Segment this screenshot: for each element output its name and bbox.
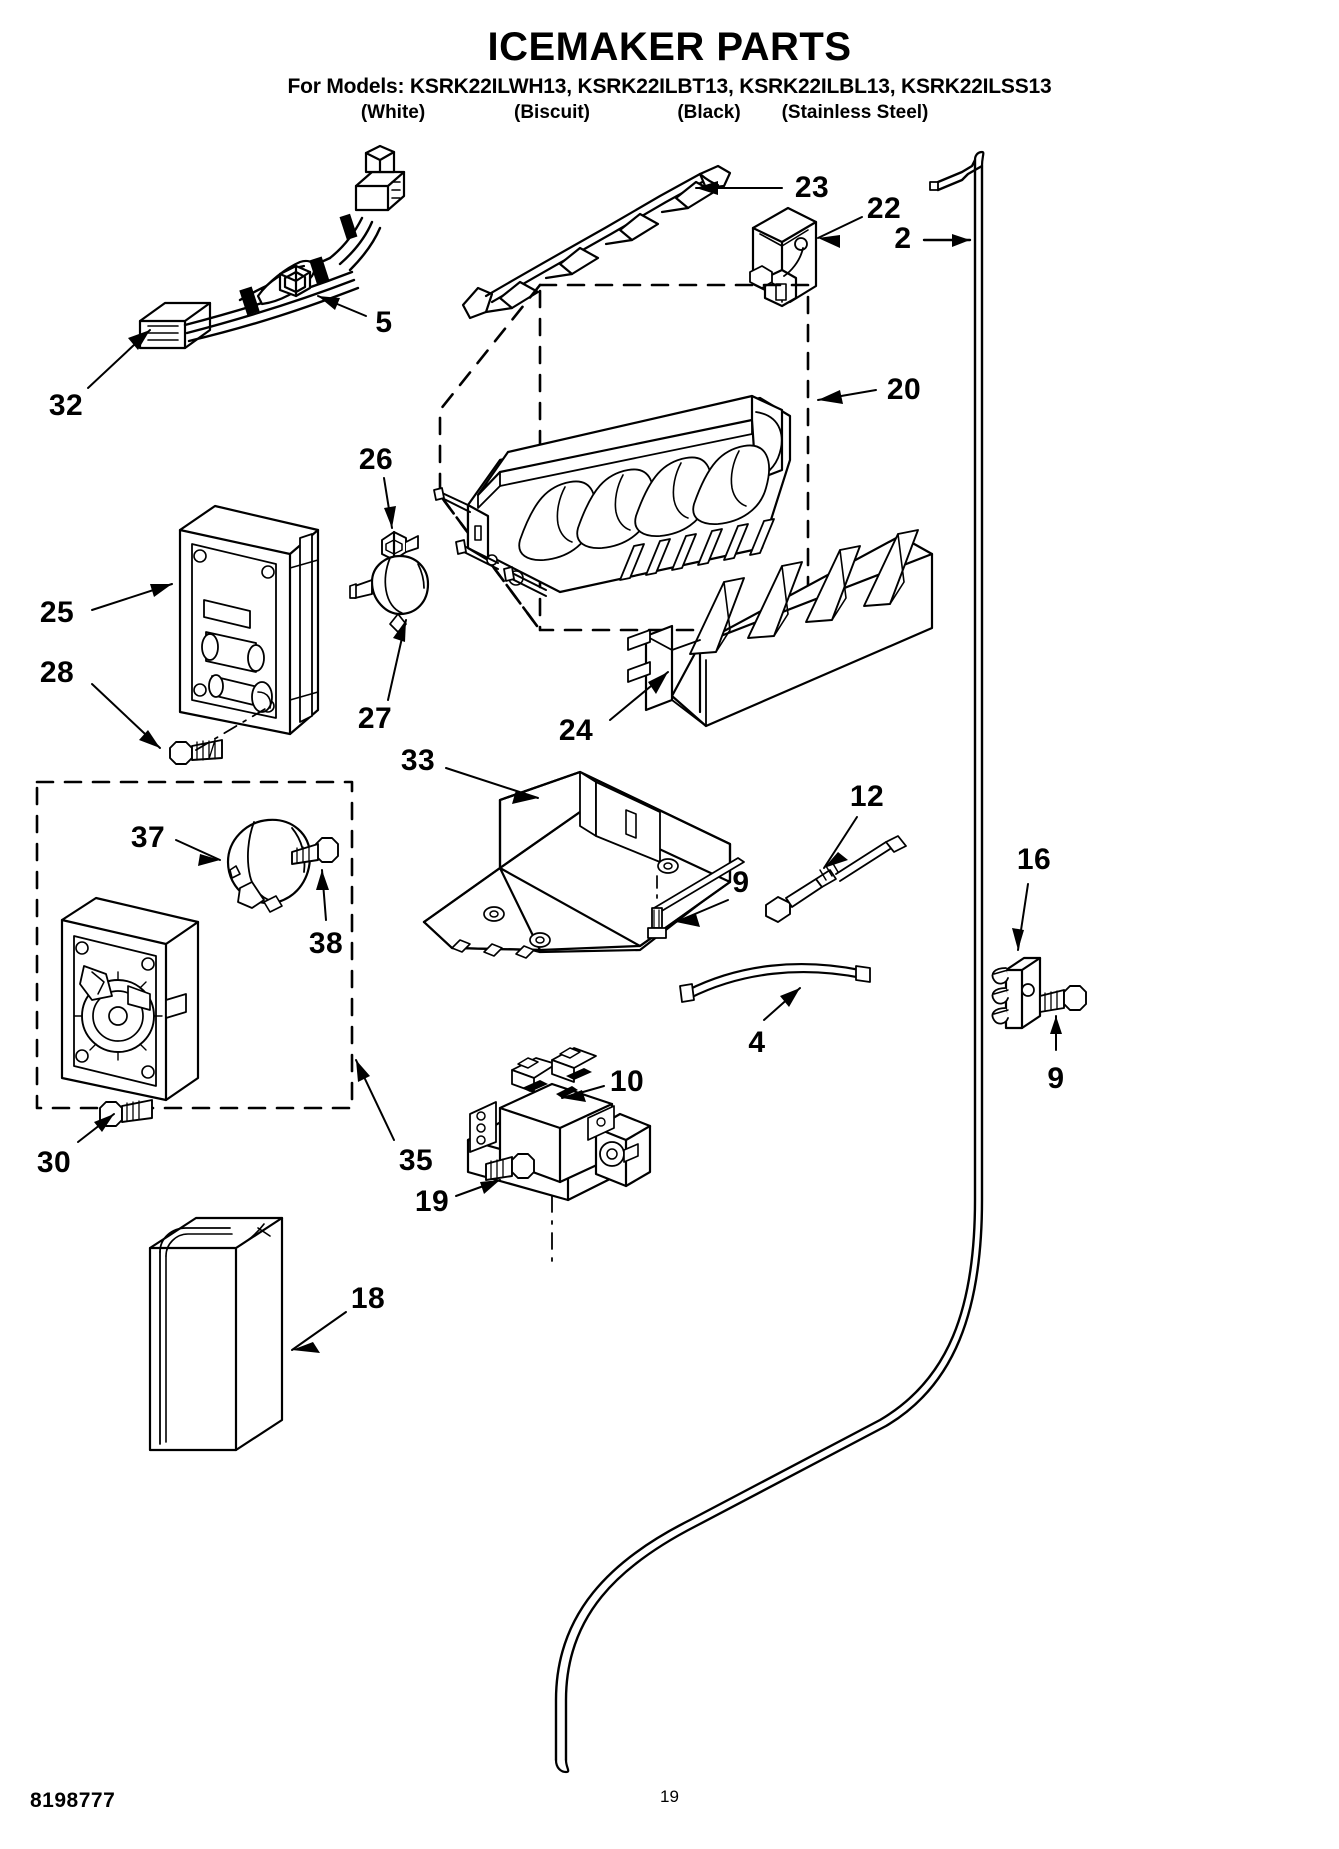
part-16-wire-bracket (991, 883, 1042, 1030)
callout-37: 37 (130, 821, 166, 854)
part-5-wire-clip (278, 264, 367, 317)
part-27-motor-cap (349, 554, 430, 701)
model-color-row: (White) (Biscuit) (Black) (Stainless Ste… (0, 102, 1339, 126)
part-24-ice-stripper (609, 529, 934, 728)
part-26-shaft-clip (381, 477, 419, 562)
callout-9-center: 9 (732, 866, 750, 899)
callout-25: 25 (39, 596, 75, 629)
callout-4: 4 (748, 1026, 766, 1059)
part-18-ice-container (148, 1216, 347, 1452)
callout-32: 32 (48, 389, 84, 422)
part-12-fill-tube-nipple (765, 816, 907, 923)
callout-12: 12 (849, 780, 885, 813)
part-2-water-fill-tube (554, 150, 985, 1774)
callout-10: 10 (609, 1065, 645, 1098)
part-38-motor-screw (291, 837, 339, 921)
part-32-wiring-harness (87, 144, 406, 389)
callout-27: 27 (357, 702, 393, 735)
page-number: 19 (660, 1787, 679, 1806)
page-header: ICEMAKER PARTS For Models: KSRK22ILWH13,… (0, 26, 1339, 126)
part-23-ejector-blade (461, 164, 783, 320)
part-9-screw-right (1039, 985, 1087, 1051)
callout-30: 30 (36, 1146, 72, 1179)
callout-5: 5 (375, 306, 393, 339)
document-part-number: 8198777 (30, 1789, 116, 1812)
callout-33: 33 (400, 744, 436, 777)
part-9-screw-center (647, 875, 729, 939)
callout-19: 19 (414, 1185, 450, 1218)
part-35-control-module (60, 896, 395, 1141)
callout-23: 23 (794, 171, 830, 204)
callout-20: 20 (886, 373, 922, 406)
part-20-ice-mold (433, 389, 877, 597)
callout-24: 24 (558, 714, 594, 747)
callout-26: 26 (358, 443, 394, 476)
color-label-white: (White) (360, 102, 426, 123)
callout-9-right: 9 (1047, 1062, 1065, 1095)
callout-35: 35 (398, 1144, 434, 1177)
part-33-mounting-bracket (422, 767, 745, 959)
part-37-icemaker-motor (175, 818, 312, 913)
color-label-black: (Black) (677, 102, 741, 123)
color-label-biscuit: (Biscuit) (514, 102, 590, 123)
page-title: ICEMAKER PARTS (487, 25, 852, 69)
model-list-line: For Models: KSRK22ILWH13, KSRK22ILBT13, … (287, 75, 1052, 98)
callout-38: 38 (308, 927, 344, 960)
part-4-water-tube (679, 963, 871, 1021)
callout-18: 18 (350, 1282, 386, 1315)
callout-28: 28 (39, 656, 75, 689)
part-22-fill-cup (749, 206, 863, 308)
part-30-screw (77, 1099, 153, 1143)
part-25-icemaker-housing (91, 504, 320, 736)
callout-2: 2 (894, 222, 912, 255)
callout-16: 16 (1016, 843, 1052, 876)
color-label-stainless-steel: (Stainless Steel) (781, 102, 929, 123)
dashed-group-box-35 (35, 780, 354, 1110)
part-19-screw (455, 1153, 535, 1197)
callout-22: 22 (866, 192, 902, 225)
part-28-mounting-screw (91, 683, 271, 765)
